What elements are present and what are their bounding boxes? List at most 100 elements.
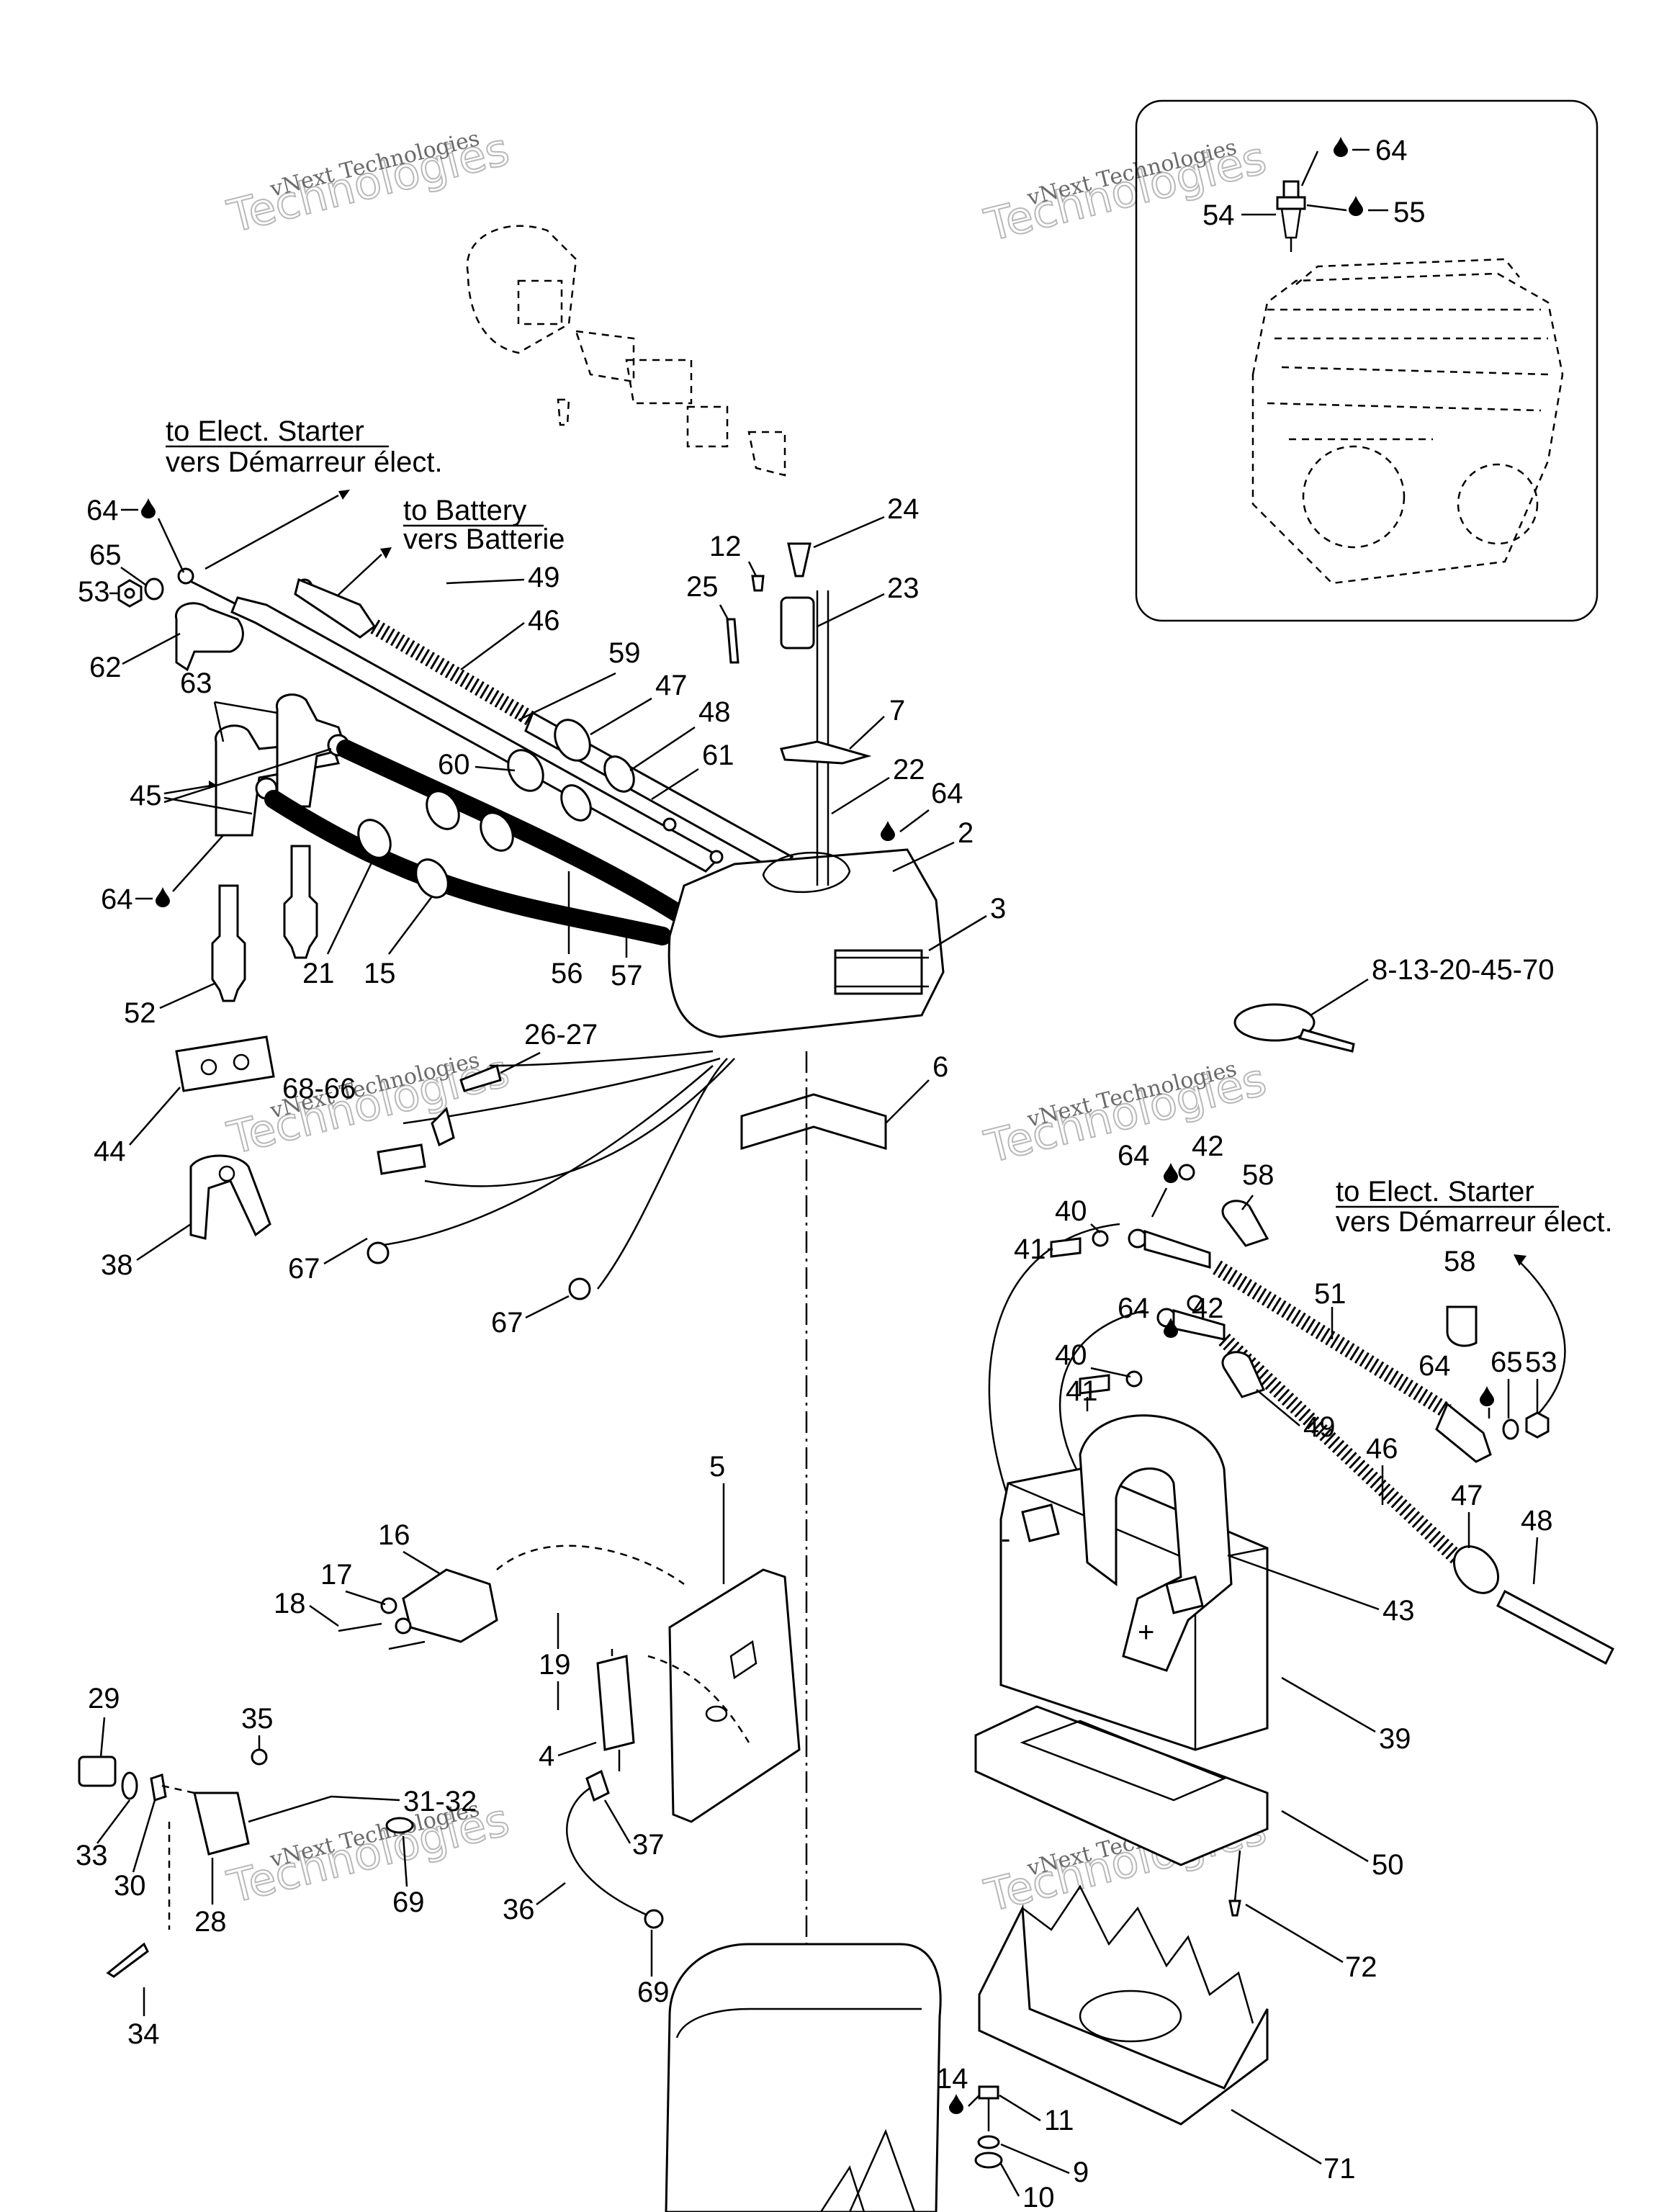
callout-63: 63 xyxy=(180,667,212,699)
callout-24: 24 xyxy=(887,493,920,525)
callout-45: 45 xyxy=(130,780,162,811)
note-heading: to Battery xyxy=(403,495,526,526)
callout-36: 36 xyxy=(503,1894,535,1925)
callouts-right: 8-13-20-45-70 64 42 58 40 41 51 58 64 42… xyxy=(1014,954,1557,2185)
ignition-box xyxy=(667,542,945,1038)
callout-48: 48 xyxy=(698,696,731,728)
nut-42 xyxy=(1178,1164,1195,1181)
callout-22: 22 xyxy=(893,754,925,786)
callout-14: 14 xyxy=(936,2063,968,2095)
pad-50 xyxy=(974,1705,1269,1866)
grommet-21-15 xyxy=(357,790,514,899)
callout-46: 46 xyxy=(528,605,560,637)
temperature-sensor xyxy=(1276,180,1306,252)
callout-54: 54 xyxy=(1202,199,1235,231)
rivet-72 xyxy=(1228,1850,1241,1917)
callout-64: 64 xyxy=(1118,1292,1150,1324)
callout-47: 47 xyxy=(1451,1480,1483,1511)
callout-6: 6 xyxy=(932,1051,948,1083)
callout-62: 62 xyxy=(89,652,122,683)
callout-34: 34 xyxy=(127,2018,160,2050)
boot-58 xyxy=(1446,1305,1478,1347)
callout-53: 53 xyxy=(78,576,110,608)
callout-8-13-20-45-70: 8-13-20-45-70 xyxy=(1372,954,1555,986)
callout-15: 15 xyxy=(364,958,396,989)
seal-30 xyxy=(121,1771,138,1800)
callout-72: 72 xyxy=(1345,1951,1377,1983)
callout-3: 3 xyxy=(990,893,1006,925)
guard-6 xyxy=(740,1093,887,1151)
callout-68-66: 68-66 xyxy=(282,1073,356,1105)
callout-43: 43 xyxy=(1382,1595,1415,1627)
cable-nuts-47-48-59-60-61 xyxy=(507,719,724,864)
note-to-elect-starter-right: to Elect. Starter vers Démarreur élect. xyxy=(1336,1176,1613,1419)
arrow-line xyxy=(204,494,339,570)
callout-64: 64 xyxy=(86,495,119,526)
arrow-head xyxy=(380,547,392,559)
callout-59: 59 xyxy=(608,637,641,669)
bracket-38 xyxy=(189,1154,271,1240)
callout-50: 50 xyxy=(1372,1849,1404,1881)
boot-49 xyxy=(1221,1351,1266,1398)
callout-11: 11 xyxy=(1044,2105,1074,2136)
callout-40: 40 xyxy=(1055,1339,1087,1371)
callouts-bottom-center: 14 11 9 10 xyxy=(936,2063,1089,2212)
callout-35: 35 xyxy=(241,1703,274,1735)
callout-49: 49 xyxy=(528,562,560,593)
loctite-drop-icon xyxy=(1349,196,1363,216)
loctite-drop-icon xyxy=(156,887,170,907)
callout-58: 58 xyxy=(1242,1159,1274,1191)
boot-62 xyxy=(175,602,244,672)
callout-29: 29 xyxy=(88,1683,120,1714)
washer-40 xyxy=(1125,1370,1143,1388)
module-plate-5 xyxy=(668,1568,801,1823)
nut-53 xyxy=(1525,1411,1550,1439)
battery-cable-top xyxy=(294,577,794,873)
note-subheading: vers Batterie xyxy=(403,523,565,555)
callout-19: 19 xyxy=(539,1649,571,1681)
note-to-elect-starter-top: to Elect. Starter vers Démarreur élect. xyxy=(166,415,443,570)
loctite-drop-icon xyxy=(1480,1386,1494,1406)
callout-51: 51 xyxy=(1314,1278,1346,1310)
loctite-drop-icon xyxy=(1164,1163,1178,1183)
callout-64: 64 xyxy=(101,884,133,915)
callout-57: 57 xyxy=(611,960,643,992)
callout-64: 64 xyxy=(1375,135,1408,166)
rivet-34 xyxy=(106,1942,149,1978)
callout-71: 71 xyxy=(1323,2153,1356,2185)
cap-29 xyxy=(78,1755,117,1787)
loctite-drop-icon xyxy=(881,821,895,841)
callout-64: 64 xyxy=(1419,1350,1451,1382)
connector-23 xyxy=(780,596,815,649)
callout-61: 61 xyxy=(702,739,734,771)
bolt-41 xyxy=(1050,1237,1082,1258)
tie-25 xyxy=(726,618,739,664)
relay-16 xyxy=(338,1568,498,1650)
callout-41: 41 xyxy=(1066,1375,1098,1407)
callout-17: 17 xyxy=(320,1559,353,1591)
callout-2: 2 xyxy=(958,817,974,849)
callout-23: 23 xyxy=(887,572,920,604)
callout-44: 44 xyxy=(94,1136,126,1167)
connector-group-top xyxy=(466,225,786,477)
arrow-head xyxy=(338,490,350,500)
callout-38: 38 xyxy=(101,1249,133,1281)
leader-line xyxy=(1300,150,1319,186)
callout-56: 56 xyxy=(551,958,583,989)
callout-64: 64 xyxy=(931,778,963,809)
boot-58 xyxy=(1221,1200,1269,1247)
callout-37: 37 xyxy=(632,1829,665,1861)
grommet-7 xyxy=(780,740,872,765)
screw-12 xyxy=(751,575,765,592)
callout-4: 4 xyxy=(539,1740,554,1772)
callout-42: 42 xyxy=(1192,1130,1224,1162)
callout-47: 47 xyxy=(655,670,688,701)
callout-9: 9 xyxy=(1073,2157,1089,2188)
loctite-drop-icon xyxy=(1334,137,1348,157)
clip-44 xyxy=(175,1035,275,1092)
callout-12: 12 xyxy=(709,531,742,562)
loctite-drop-icon xyxy=(141,498,156,518)
callout-10: 10 xyxy=(1022,2182,1055,2212)
fuse-holder-28 xyxy=(78,1748,414,1978)
